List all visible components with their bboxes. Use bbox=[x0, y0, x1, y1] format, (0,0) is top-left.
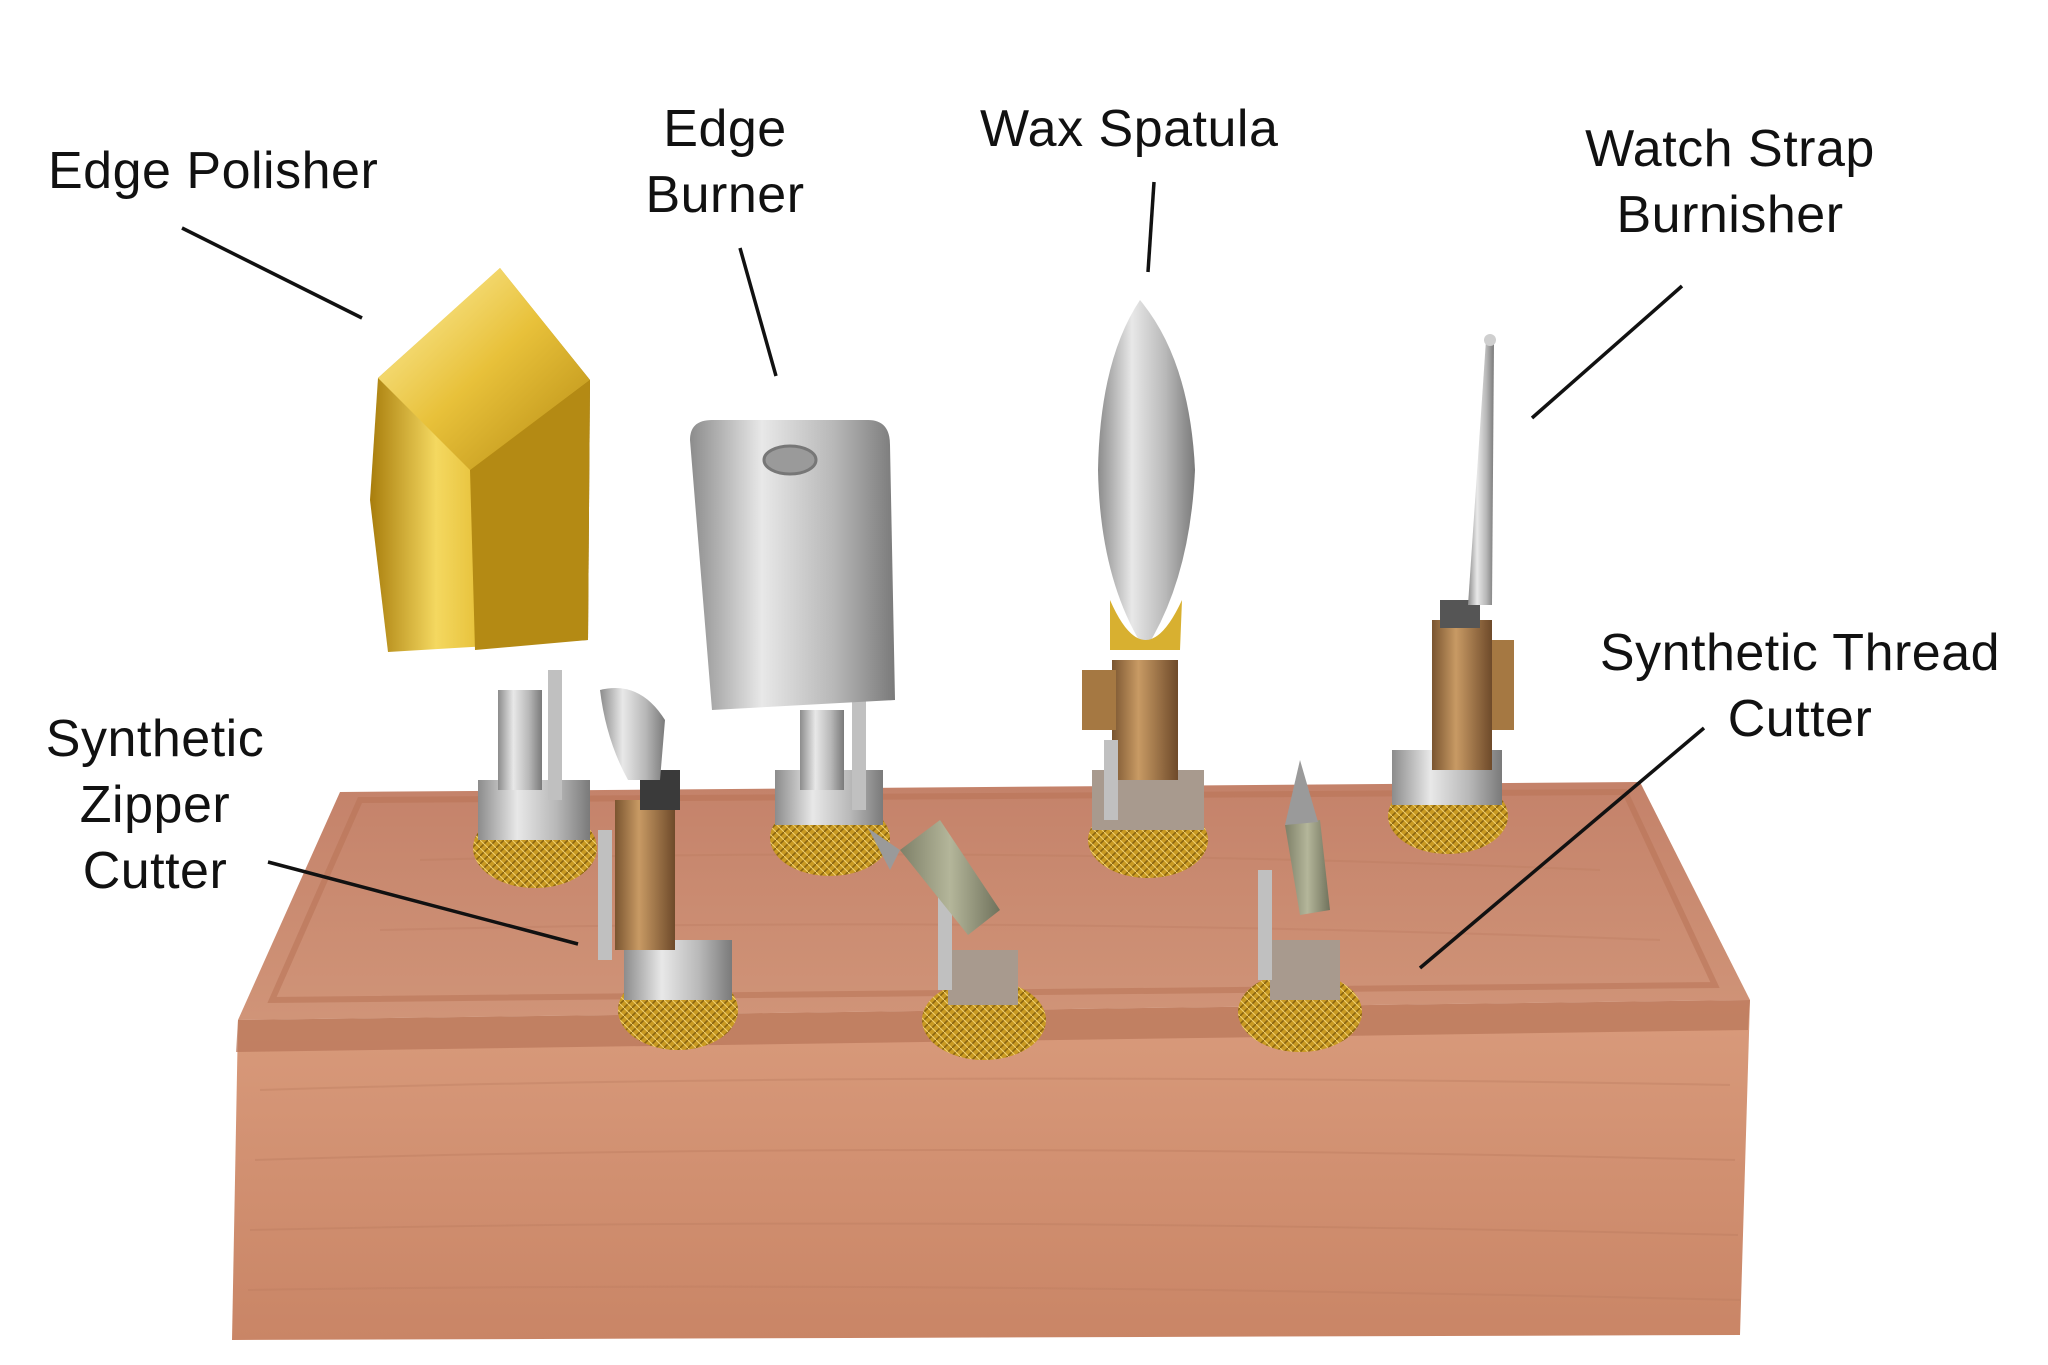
synthetic-thread-cutter-tool bbox=[1238, 760, 1362, 1052]
label-synthetic-thread-cutter-line1: Synthetic Thread bbox=[1599, 624, 2001, 682]
label-wax-spatula: Wax Spatula bbox=[980, 96, 1278, 162]
label-synthetic-zipper-cutter-line2: Zipper bbox=[79, 776, 231, 834]
leader-edge-burner bbox=[738, 247, 778, 377]
label-synthetic-zipper-cutter-line1: Synthetic bbox=[45, 710, 265, 768]
label-synthetic-zipper-cutter: Synthetic Zipper Cutter bbox=[20, 706, 290, 904]
label-edge-polisher: Edge Polisher bbox=[48, 138, 378, 204]
label-watch-strap-burnisher: Watch Strap Burnisher bbox=[1540, 116, 1920, 248]
leader-watch-strap-burnisher bbox=[1530, 284, 1684, 420]
label-watch-strap-burnisher-line1: Watch Strap bbox=[1585, 120, 1875, 178]
label-watch-strap-burnisher-line2: Burnisher bbox=[1616, 186, 1844, 244]
leader-wax-spatula bbox=[1146, 181, 1156, 273]
small-tip-tool bbox=[868, 820, 1046, 1060]
label-edge-polisher-line1: Edge Polisher bbox=[48, 142, 379, 200]
leader-synthetic-zipper-cutter bbox=[267, 860, 579, 946]
leader-synthetic-thread-cutter bbox=[1418, 726, 1706, 970]
watch-strap-burnisher-tool bbox=[1388, 334, 1514, 854]
label-edge-burner: Edge Burner bbox=[620, 96, 830, 228]
synthetic-zipper-cutter-tool bbox=[598, 688, 738, 1050]
edge-burner-tool bbox=[690, 420, 895, 876]
label-edge-burner-line2: Burner bbox=[645, 166, 805, 224]
wooden-base bbox=[232, 782, 1750, 1340]
leader-edge-polisher bbox=[181, 226, 363, 320]
label-synthetic-thread-cutter-line2: Cutter bbox=[1727, 690, 1873, 748]
wax-spatula-tool bbox=[1082, 300, 1208, 878]
label-edge-burner-line1: Edge bbox=[663, 100, 787, 158]
label-synthetic-zipper-cutter-line3: Cutter bbox=[82, 842, 228, 900]
label-synthetic-thread-cutter: Synthetic Thread Cutter bbox=[1570, 620, 2030, 752]
edge-polisher-tool bbox=[370, 268, 597, 888]
leader-lines bbox=[181, 181, 1706, 970]
label-wax-spatula-line1: Wax Spatula bbox=[980, 100, 1279, 158]
